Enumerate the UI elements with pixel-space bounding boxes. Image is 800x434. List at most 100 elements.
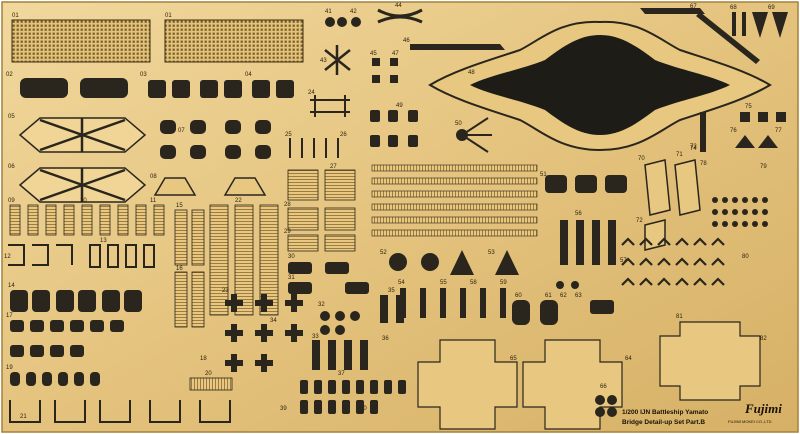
label-79: 79 (760, 164, 767, 170)
label-21: 21 (20, 414, 27, 420)
label-10: 10 (80, 198, 87, 204)
part-81-82-plates: 81 82 (659, 314, 767, 401)
label-50: 50 (455, 121, 462, 127)
label-46: 46 (403, 38, 410, 44)
label-26: 26 (340, 132, 347, 138)
label-06: 06 (8, 164, 15, 170)
part-24-26-pipes: 24 25 26 (285, 90, 350, 158)
label-29: 29 (284, 229, 291, 235)
part-17-21-small: 17 19 (6, 313, 124, 386)
part-22-panels: 22 (209, 198, 279, 316)
label-59: 59 (500, 280, 507, 286)
label-58: 58 (470, 280, 477, 286)
label-69: 69 (768, 5, 775, 11)
part-66-washers (595, 395, 617, 417)
label-16: 16 (176, 266, 183, 272)
part-48-platform: 48 (428, 20, 772, 152)
part-05-06-truss: 05 06 (8, 114, 147, 203)
label-70: 70 (638, 156, 645, 162)
label-71: 71 (676, 152, 683, 158)
label-37: 37 (338, 371, 345, 377)
label-66: 66 (600, 384, 607, 390)
part-09-10-louvres: 09 10 11 (8, 198, 165, 236)
part-56-57-side: 56 57 (545, 175, 627, 265)
label-74: 74 (690, 146, 697, 152)
part-14-hatches: 14 (8, 283, 142, 312)
label-64: 64 (625, 356, 632, 362)
brand-logo: Fujimi (744, 401, 782, 416)
label-47: 47 (392, 51, 399, 57)
label-82: 82 (760, 336, 767, 342)
label-09: 09 (8, 198, 15, 204)
label-34: 34 (270, 318, 277, 324)
label-68: 68 (730, 5, 737, 11)
label-18: 18 (200, 356, 207, 362)
label-62: 62 (560, 293, 567, 299)
part-30-40-assorted: 30 31 32 33 35 36 37 38 39 40 18 (200, 254, 404, 412)
part-54-63-items: 54 55 58 59 60 61 62 63 (398, 280, 614, 325)
label-31: 31 (288, 275, 295, 281)
part-08-fittings: 08 (150, 174, 267, 196)
label-75: 75 (745, 104, 752, 110)
label-33: 33 (312, 334, 319, 340)
part-51-ladders: 51 (371, 164, 547, 237)
part-20-spring: 20 (189, 371, 233, 391)
label-02: 02 (6, 72, 13, 78)
product-title-line2: Bridge Detail-up Set Part.B (622, 419, 705, 426)
part-80-clamps: 80 (621, 237, 749, 286)
maker-name: FUJIMI MOKEI CO.,LTD (728, 419, 772, 424)
label-20: 20 (205, 371, 212, 377)
label-73: 73 (690, 144, 697, 150)
label-28: 28 (284, 202, 291, 208)
label-56: 56 (575, 211, 582, 217)
label-42: 42 (350, 9, 357, 15)
label-12: 12 (4, 254, 11, 260)
label-04: 04 (245, 72, 252, 78)
label-77: 77 (775, 128, 782, 134)
label-49: 49 (396, 103, 403, 109)
label-32: 32 (318, 302, 325, 308)
part-01-grates: 01 01 (11, 13, 304, 63)
label-54: 54 (398, 280, 405, 286)
label-43: 43 (320, 58, 327, 64)
part-02-04-housings: 02 03 04 (6, 72, 294, 98)
part-64-66-plates: 65 64 66 (417, 339, 632, 430)
label-72: 72 (636, 218, 643, 224)
label-63: 63 (575, 293, 582, 299)
label-78: 78 (700, 161, 707, 167)
label-30: 30 (288, 254, 295, 260)
label-60: 60 (515, 293, 522, 299)
label-76: 76 (730, 128, 737, 134)
label-15: 15 (176, 203, 183, 209)
part-41-45-small: 41 42 43 44 (320, 3, 423, 75)
label-11: 11 (150, 198, 157, 204)
label-81: 81 (676, 314, 683, 320)
part-47-49-fittings: 45 47 49 (370, 51, 418, 147)
label-48: 48 (468, 70, 475, 76)
label-65: 65 (510, 356, 517, 362)
label-01b: 01 (165, 13, 172, 19)
part-38-40-rows (300, 380, 406, 414)
label-13: 13 (100, 238, 107, 244)
label-57: 57 (620, 258, 627, 264)
product-title-line1: 1/200 IJN Battleship Yamato (622, 409, 708, 416)
part-52-53-pieces: 52 53 (380, 250, 519, 275)
label-01a: 01 (12, 13, 19, 19)
label-23: 23 (222, 288, 229, 294)
label-52: 52 (380, 250, 387, 256)
label-27: 27 (330, 164, 337, 170)
label-07: 07 (178, 128, 185, 134)
label-24: 24 (308, 90, 315, 96)
label-61: 61 (545, 293, 552, 299)
label-53: 53 (488, 250, 495, 256)
part-50-fan: 50 (455, 117, 492, 153)
part-46-bar: 46 (403, 38, 505, 50)
label-25: 25 (285, 132, 292, 138)
label-17: 17 (6, 313, 13, 319)
label-08: 08 (150, 174, 157, 180)
product-caption: 1/200 IJN Battleship Yamato Bridge Detai… (622, 401, 782, 426)
part-07-caps: 07 (160, 120, 271, 159)
label-41: 41 (325, 9, 332, 15)
